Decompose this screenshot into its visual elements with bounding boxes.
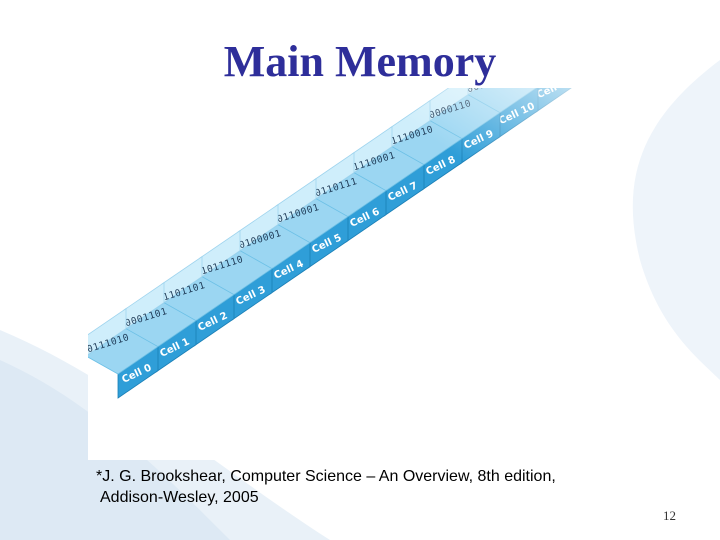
memory-cells-illustration: Cell 1110111110Cell 1000011110Cell 91000… [88, 88, 628, 460]
fade-overlay [88, 88, 628, 460]
slide-title: Main Memory [223, 37, 497, 86]
citation: *J. G. Brookshear, Computer Science – An… [96, 466, 656, 508]
citation-line-1: *J. G. Brookshear, Computer Science – An… [96, 468, 556, 485]
memory-diagram: Cell 1110111110Cell 1000011110Cell 91000… [88, 88, 628, 460]
citation-line-2: Addison-Wesley, 2005 [100, 489, 259, 506]
page-number: 12 [663, 508, 676, 523]
